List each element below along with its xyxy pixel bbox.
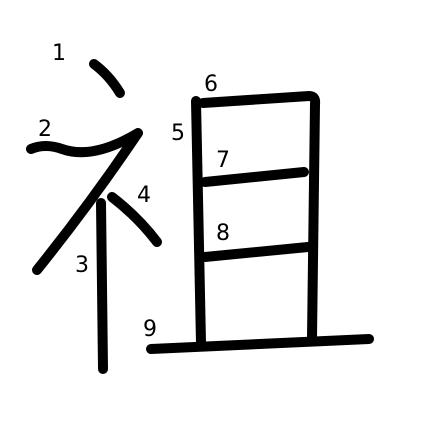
stroke-number-6: 6 [204,72,218,97]
stroke-number-1: 1 [52,41,66,66]
stroke-8 [200,242,313,262]
stroke-number-8: 8 [216,221,230,246]
stroke-7 [200,167,309,187]
stroke-2 [26,128,143,275]
stroke-6 [198,91,321,343]
stroke-1 [89,59,125,98]
stroke-number-2: 2 [38,117,52,142]
stroke-3 [96,198,108,374]
stroke-4 [107,192,162,247]
stroke-5 [191,96,206,348]
stroke-number-4: 4 [137,183,151,208]
stroke-number-7: 7 [216,148,230,173]
stroke-9 [146,334,374,354]
stroke-number-5: 5 [171,121,185,146]
stroke-number-3: 3 [75,253,89,278]
stroke-number-9: 9 [143,317,157,342]
